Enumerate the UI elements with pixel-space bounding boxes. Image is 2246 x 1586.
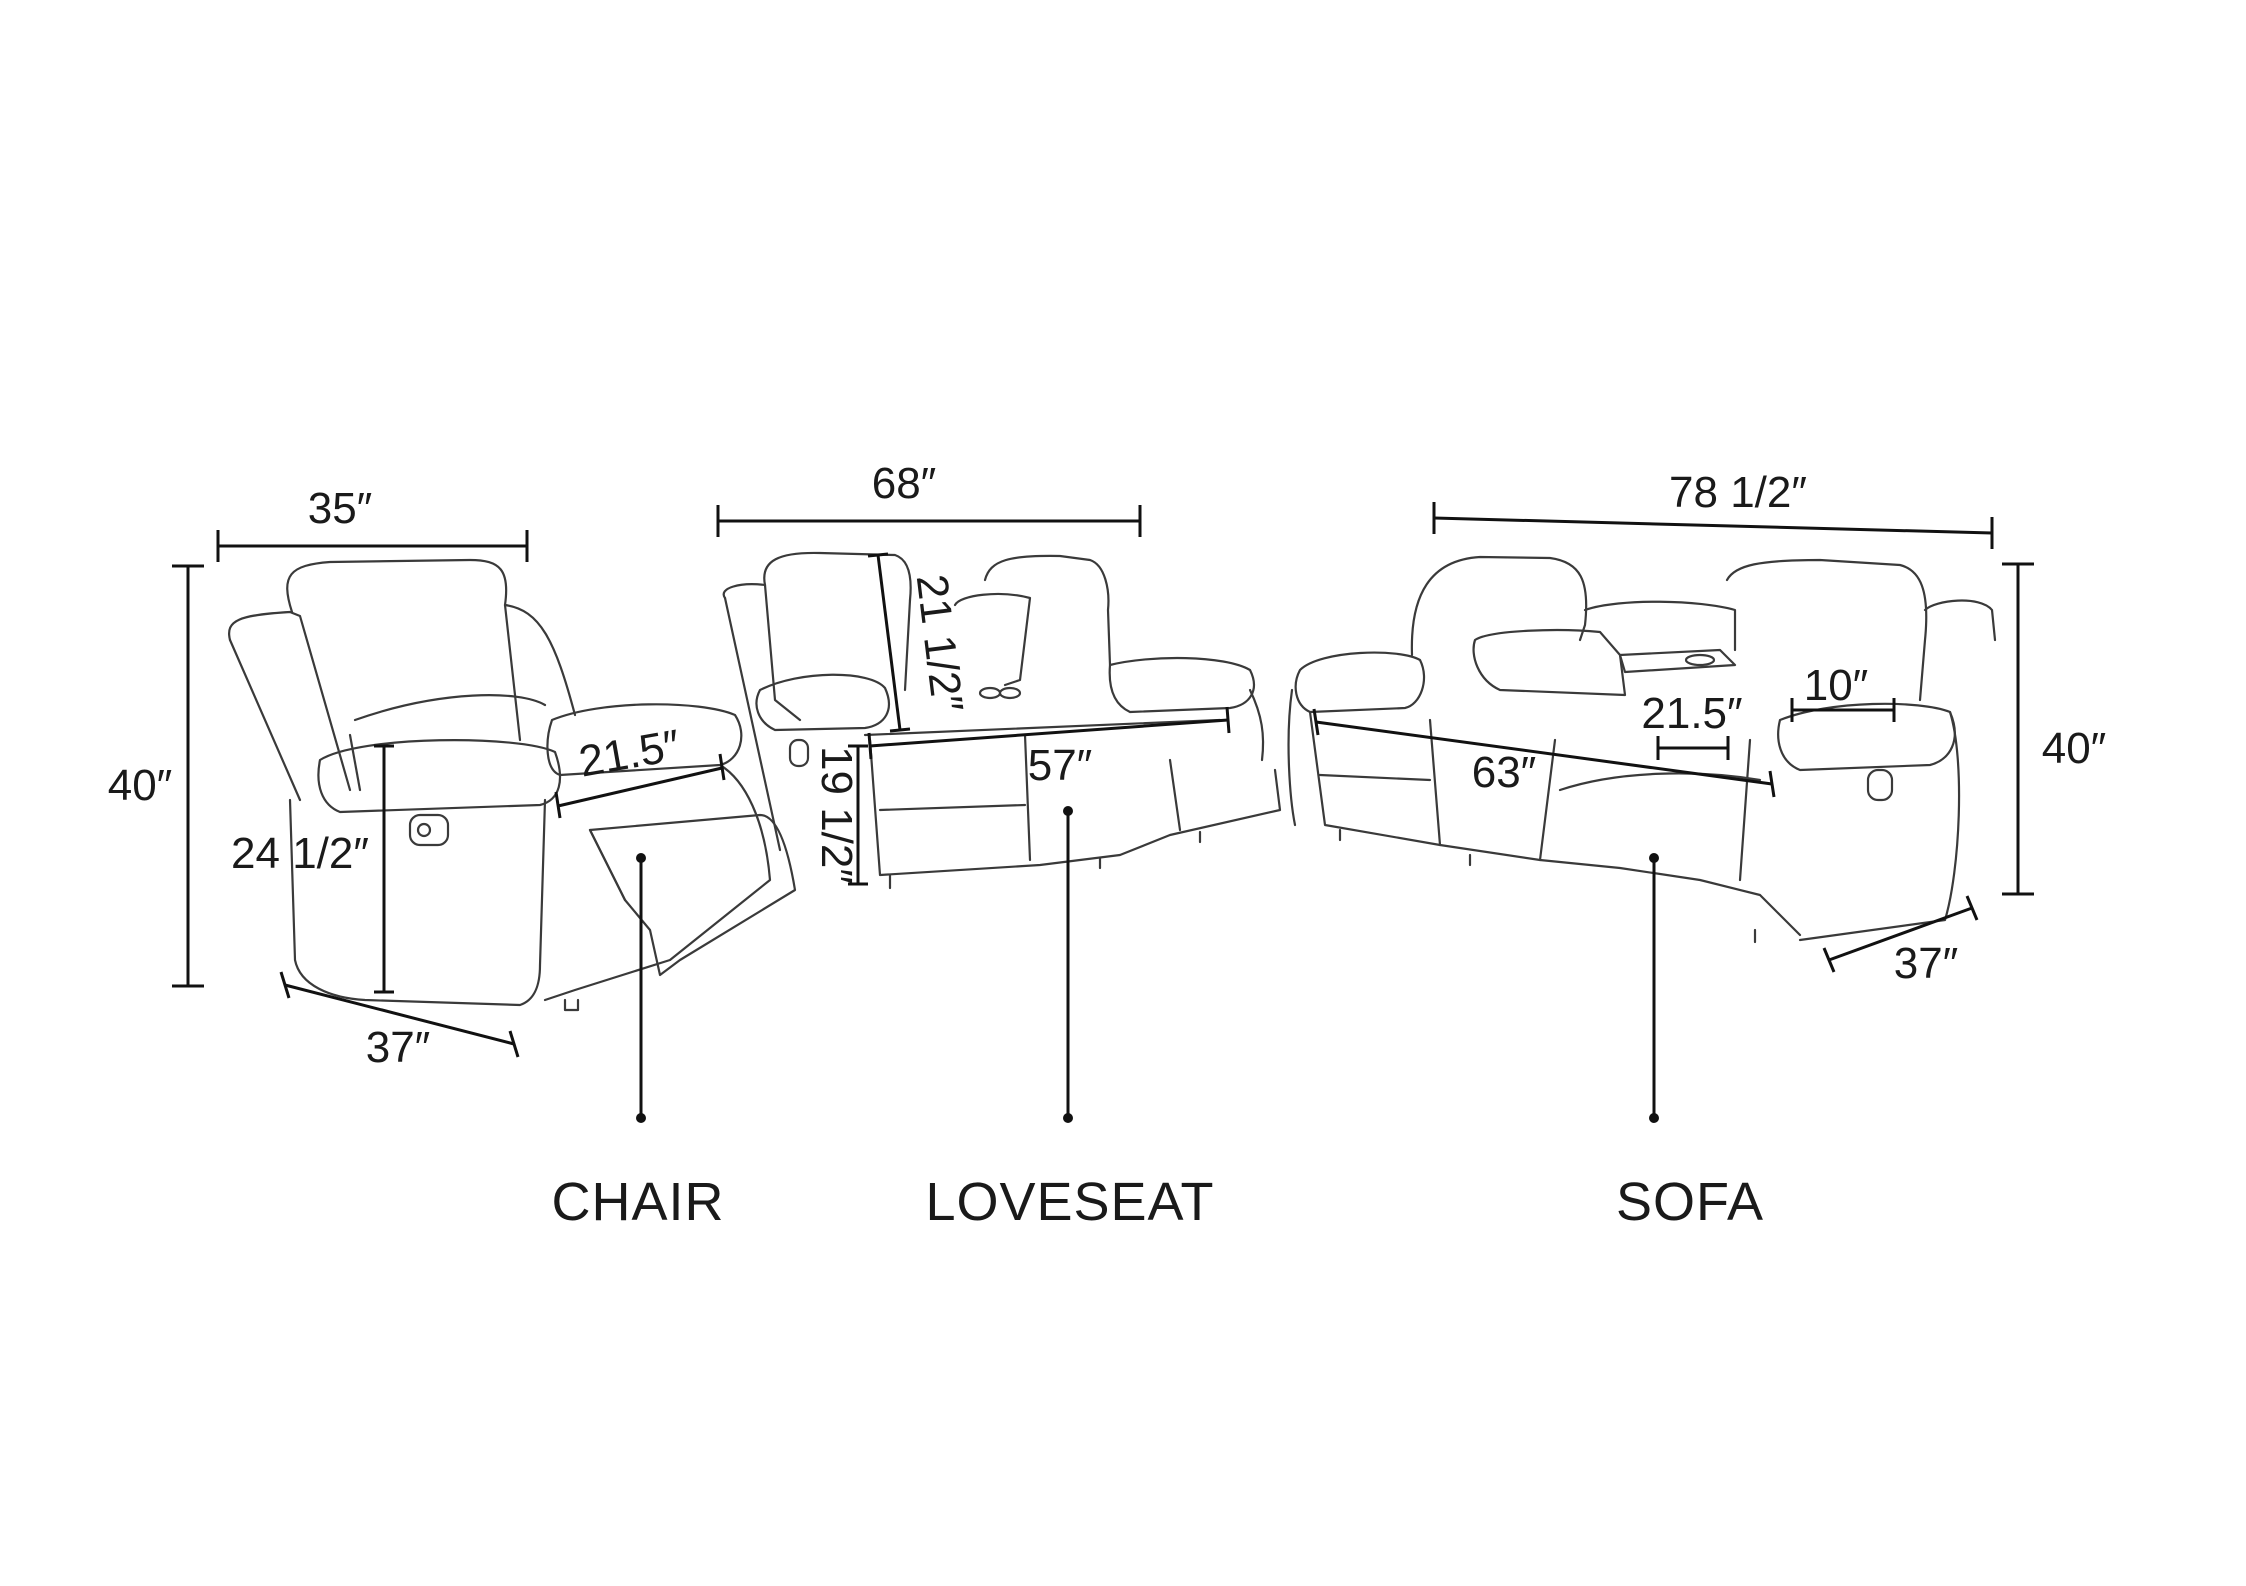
sofa-depth-label: 37″ — [1894, 939, 1959, 988]
sofa-seat-depth-label: 21.5″ — [1641, 689, 1742, 738]
loveseat-leader — [1063, 806, 1073, 1123]
sofa-leader — [1649, 853, 1659, 1123]
loveseat-back-height-label: 21 1/2″ — [907, 572, 972, 715]
loveseat-width-label: 68″ — [872, 459, 937, 508]
sofa-width-label: 78 1/2″ — [1669, 468, 1807, 517]
chair-seat-height-label: 24 1/2″ — [231, 829, 369, 878]
sofa-drawing: 78 1/2″ 40″ 37″ 63″ 21.5″ — [1287, 468, 2107, 1232]
chair-depth-label: 37″ — [366, 1023, 431, 1072]
sofa-height-dimension: 40″ — [2002, 562, 2107, 896]
loveseat-width-dimension: 68″ — [716, 459, 1142, 537]
chair-height-label: 40″ — [108, 761, 173, 810]
chair-leader — [636, 853, 646, 1123]
sofa-seat-depth-dimension: 21.5″ — [1641, 689, 1743, 760]
chair-seat-depth-label: 21.5″ — [575, 721, 683, 787]
loveseat-back-height-dimension: 21 1/2″ — [867, 552, 972, 733]
sofa-height-label: 40″ — [2042, 724, 2107, 773]
chair-seat-height-dimension: 24 1/2″ — [231, 744, 394, 994]
sofa-seat-width-label: 63″ — [1472, 748, 1537, 797]
loveseat-seat-height-label: 19 1/2″ — [812, 746, 861, 884]
sofa-arm-width-label: 10″ — [1804, 661, 1869, 710]
chair-label: CHAIR — [551, 1172, 724, 1232]
sofa-arm-width-dimension: 10″ — [1790, 661, 1896, 722]
sofa-outline — [1287, 555, 1997, 944]
loveseat-seat-width-dimension: 57″ — [867, 706, 1231, 790]
chair-height-dimension: 40″ — [108, 564, 204, 988]
loveseat-drawing: 68″ 21 1/2″ 57″ 19 1/2″ L — [716, 459, 1282, 1232]
chair-width-label: 35″ — [308, 484, 373, 533]
sofa-seat-width-dimension: 63″ — [1312, 708, 1776, 798]
chair-depth-dimension: 37″ — [279, 971, 520, 1072]
sofa-depth-dimension: 37″ — [1822, 895, 1979, 988]
loveseat-label: LOVESEAT — [925, 1172, 1214, 1232]
sofa-width-dimension: 78 1/2″ — [1432, 468, 1994, 549]
chair-drawing: 35″ 40″ 24 1/2″ 37″ 21.5″ — [108, 484, 797, 1232]
sofa-label: SOFA — [1616, 1172, 1764, 1232]
chair-seat-depth-dimension: 21.5″ — [554, 721, 726, 819]
chair-width-dimension: 35″ — [216, 484, 529, 562]
loveseat-seat-height-dimension: 19 1/2″ — [812, 744, 868, 886]
loveseat-seat-width-label: 57″ — [1028, 741, 1093, 790]
chair-outline — [228, 558, 797, 1012]
loveseat-outline — [722, 551, 1282, 890]
